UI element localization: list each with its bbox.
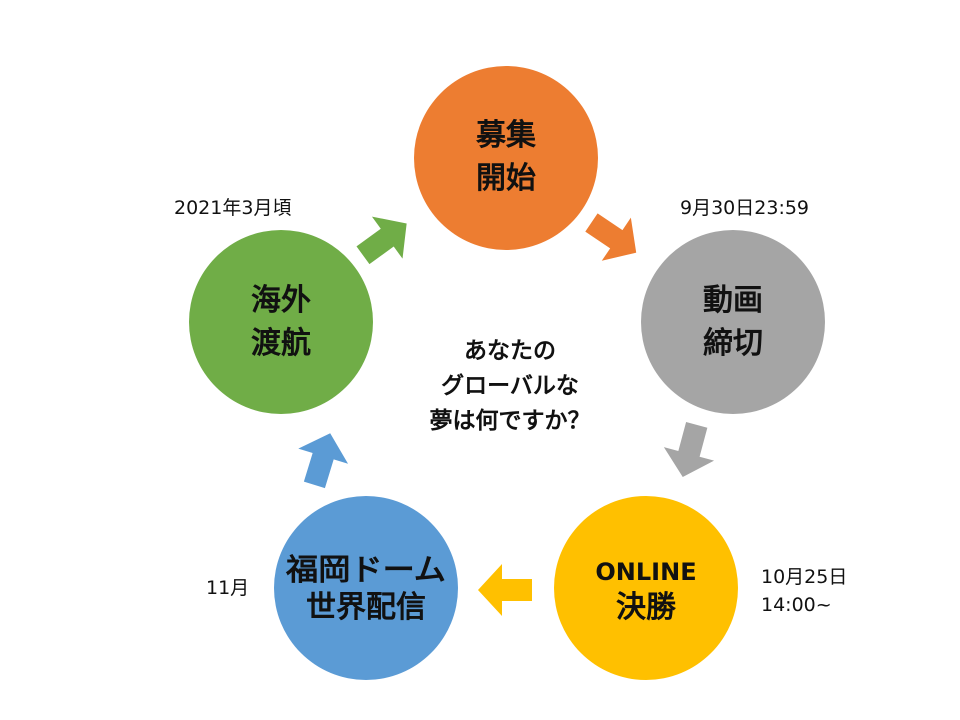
- center-text-line-1: あなたの: [464, 338, 556, 364]
- node-recruit-label-1: 募集: [475, 118, 537, 153]
- node-fukuoka-circle: [274, 496, 458, 680]
- date-video: 9月30日23:59: [680, 197, 809, 219]
- arrow-online-to-fukuoka: [478, 564, 532, 616]
- node-online-label-2: 決勝: [616, 590, 677, 625]
- arrow-recruit-to-video: [585, 213, 637, 261]
- center-text-line-3: 夢は何ですか？: [430, 408, 591, 434]
- center-text-line-2: グローバルな: [441, 372, 579, 399]
- date-overseas: 2021年3月頃: [174, 197, 291, 219]
- node-video-label-2: 締切: [703, 326, 763, 361]
- date-online-line-1: 10月25日: [761, 566, 847, 588]
- node-recruit-circle: [414, 66, 598, 250]
- date-online-line-2: 14:00~: [761, 594, 832, 616]
- node-fukuoka-label-2: 世界配信: [306, 590, 426, 625]
- node-video-circle: [641, 230, 825, 414]
- arrow-overseas-to-recruit: [356, 216, 407, 265]
- node-online-label-1: ONLINE: [595, 558, 696, 586]
- node-recruit-label-2: 開始: [476, 161, 536, 196]
- node-overseas-circle: [189, 230, 373, 414]
- node-online-circle: [554, 496, 738, 680]
- node-overseas-label-2: 渡航: [251, 326, 311, 361]
- arrow-fukuoka-to-overseas: [298, 433, 349, 489]
- node-overseas-label-1: 海外: [251, 283, 311, 318]
- arrow-video-to-online: [663, 422, 715, 478]
- node-video-label-1: 動画: [703, 283, 763, 318]
- node-fukuoka-label-1: 福岡ドーム: [285, 553, 446, 588]
- date-fukuoka: 11月: [206, 577, 249, 599]
